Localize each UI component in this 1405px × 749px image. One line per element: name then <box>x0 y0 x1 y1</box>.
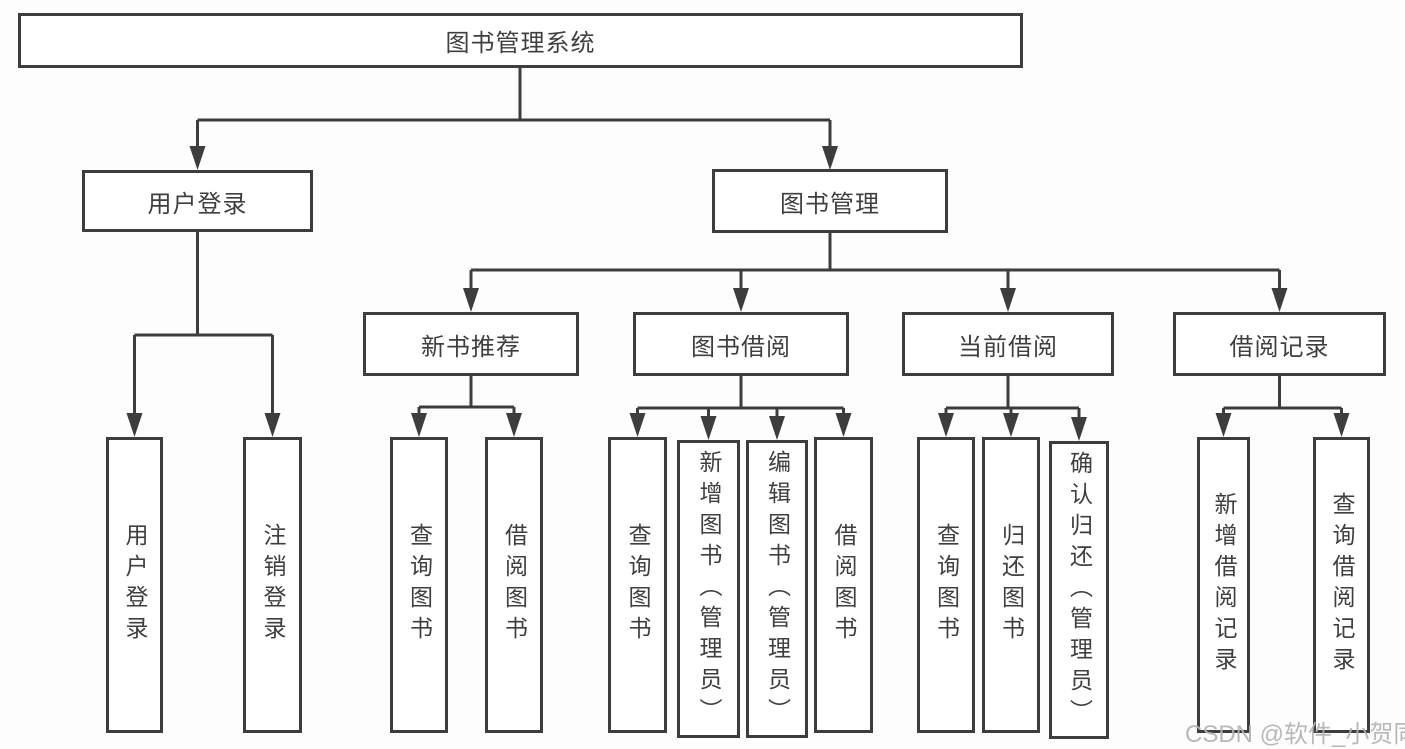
connector-borrowrecords-to-leaves <box>1215 376 1350 437</box>
node-root-library-system: 图书管理系统 <box>18 13 1023 68</box>
leaf-newbooks-borrow-books-label: 借阅图书 <box>501 523 528 647</box>
node-new-book-recommend: 新书推荐 <box>363 312 579 376</box>
leaf-newbooks-borrow-books: 借阅图书 <box>485 437 543 733</box>
leaf-borrowing-add-books-admin-label: 新增图书（管理员） <box>696 449 722 729</box>
leaf-borrowing-edit-books-admin-label: 编辑图书（管理员） <box>764 449 791 729</box>
leaf-records-add-record-label: 新增借阅记录 <box>1211 492 1237 678</box>
leaf-current-return-books-label: 归还图书 <box>998 523 1025 647</box>
leaf-records-query-record-label: 查询借阅记录 <box>1329 492 1355 678</box>
node-current-borrowing-label: 当前借阅 <box>958 333 1058 361</box>
leaf-current-query-books-label: 查询图书 <box>933 523 960 647</box>
connector-root-to-level2 <box>189 68 838 170</box>
leaf-current-return-books: 归还图书 <box>982 437 1040 733</box>
leaf-newbooks-query-books-label: 查询图书 <box>406 523 433 647</box>
node-user-login: 用户登录 <box>82 170 313 232</box>
connector-userlogin-to-leaves <box>126 232 281 437</box>
node-book-management-label: 图书管理 <box>780 190 880 218</box>
leaf-borrowing-edit-books-admin: 编辑图书（管理员） <box>746 440 808 738</box>
leaf-borrowing-borrow-books-label: 借阅图书 <box>831 523 857 647</box>
node-new-book-recommend-label: 新书推荐 <box>421 333 521 361</box>
csdn-watermark: CSDN @软件_小贺同学 <box>1185 721 1405 748</box>
leaf-logout-label: 注销登录 <box>260 523 286 647</box>
leaf-borrowing-add-books-admin: 新增图书（管理员） <box>677 440 740 738</box>
node-user-login-label: 用户登录 <box>147 190 248 218</box>
leaf-logout: 注销登录 <box>243 437 302 733</box>
leaf-borrowing-borrow-books: 借阅图书 <box>814 437 873 733</box>
node-book-borrowing: 图书借阅 <box>633 312 849 376</box>
leaf-current-query-books: 查询图书 <box>917 437 975 733</box>
node-root-label: 图书管理系统 <box>445 30 596 57</box>
node-current-borrowing: 当前借阅 <box>902 312 1114 376</box>
node-borrowing-records: 借阅记录 <box>1173 312 1386 376</box>
node-book-borrowing-label: 图书借阅 <box>691 333 791 361</box>
leaf-borrowing-query-books: 查询图书 <box>608 437 667 733</box>
connector-bookmgmt-to-level3 <box>463 233 1288 312</box>
leaf-user-login: 用户登录 <box>106 437 163 733</box>
node-book-management: 图书管理 <box>712 169 948 233</box>
leaf-current-confirm-return-admin: 确认归还（管理员） <box>1049 441 1109 739</box>
leaf-user-login-label: 用户登录 <box>122 523 148 647</box>
node-borrowing-records-label: 借阅记录 <box>1229 333 1330 361</box>
leaf-records-query-record: 查询借阅记录 <box>1313 437 1370 733</box>
connector-newbooks-to-leaves <box>411 376 522 437</box>
leaf-current-confirm-return-admin-label: 确认归还（管理员） <box>1066 450 1093 730</box>
leaf-borrowing-query-books-label: 查询图书 <box>625 523 651 647</box>
connector-bookborrow-to-leaves <box>629 376 852 440</box>
leaf-records-add-record: 新增借阅记录 <box>1197 437 1250 733</box>
leaf-newbooks-query-books: 查询图书 <box>390 437 448 733</box>
connector-currentborrow-to-leaves <box>938 376 1087 441</box>
